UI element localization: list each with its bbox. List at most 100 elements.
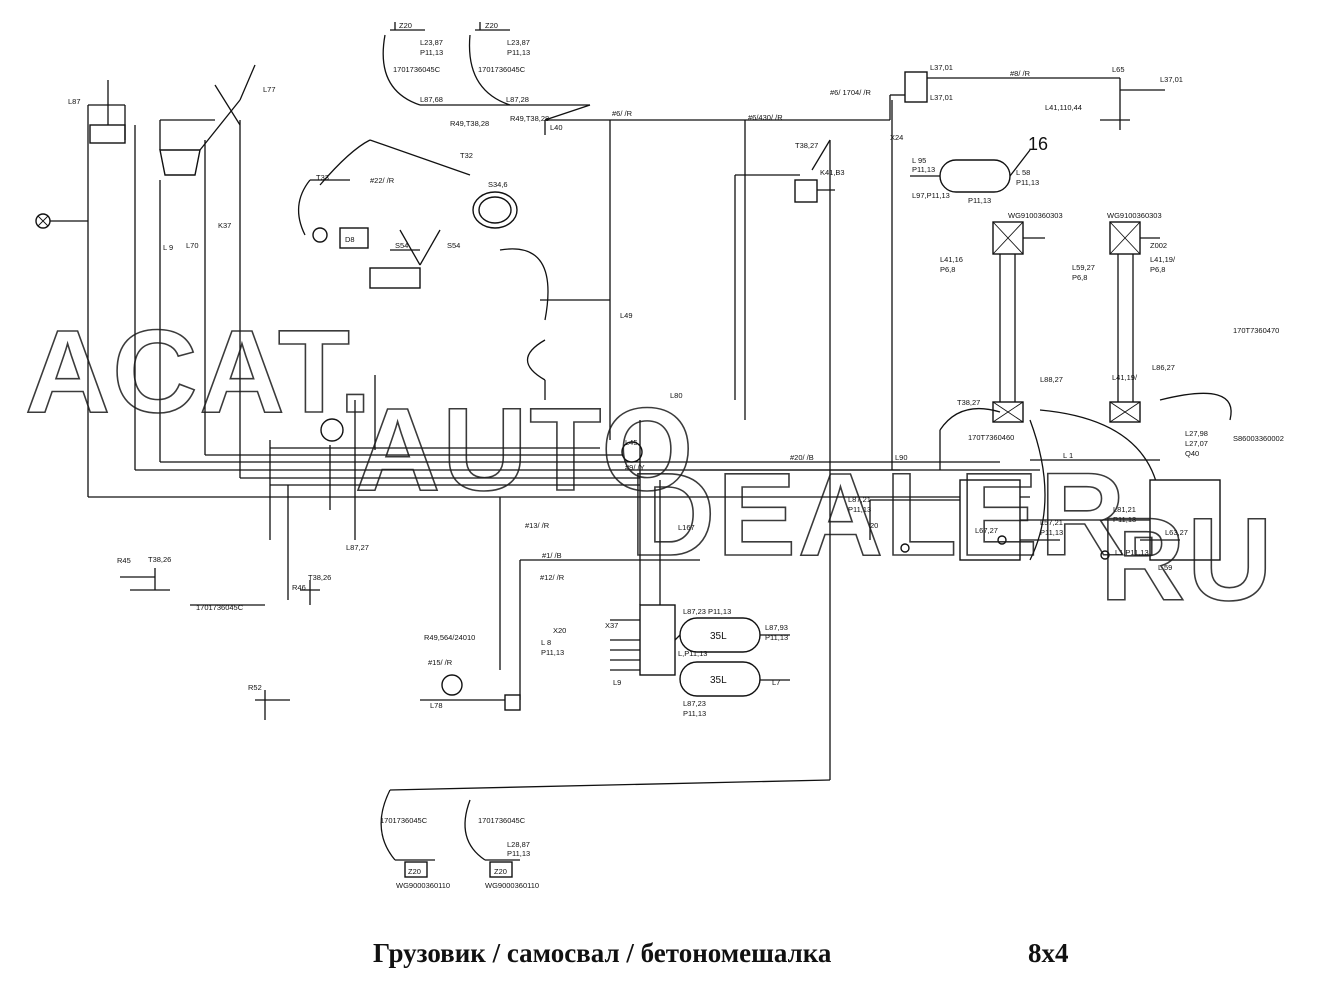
label-l58: L 58 (1016, 168, 1030, 177)
label-l5721: L57,21 (1040, 518, 1063, 527)
label-wg4: WG9100360303 (1107, 211, 1162, 220)
label-p1113a: P11,13 (420, 48, 443, 57)
label-l8827: L88,27 (1040, 375, 1063, 384)
label-p1113e: P11,13 (968, 196, 991, 205)
label-l78: L78 (430, 701, 443, 710)
watermark-part3: DEALER. (630, 449, 1162, 581)
label-l65: L65 (1112, 65, 1125, 74)
label-l45: L45 (625, 438, 638, 447)
label-l8723: L87,23 P11,13 (683, 607, 731, 616)
label-p68: P6,8 (940, 265, 955, 274)
label-d8: D8 (345, 235, 355, 244)
label-part1701b: 1701736045C (478, 65, 526, 74)
label-part5: 170T7360460 (968, 433, 1014, 442)
label-p1113b: P11,13 (507, 48, 530, 57)
label-l3701: L37,01 (930, 63, 953, 72)
label-z20b: Z20 (485, 21, 498, 30)
label-l87: L87 (68, 97, 81, 106)
label-w20: #20/ /B (790, 453, 814, 462)
label-num28: 20 (870, 521, 878, 530)
label-z20c: Z20 (408, 867, 421, 876)
label-l8793: L87,93 (765, 623, 788, 632)
label-w6430: #6/430/ /R (748, 113, 783, 122)
label-t32: T32 (460, 151, 473, 160)
label-wg3: WG9100360303 (1008, 211, 1063, 220)
label-l8723b: L87,23 (683, 699, 706, 708)
label-q40: Q40 (1185, 449, 1199, 458)
label-t3826b: T38,26 (308, 573, 331, 582)
label-wg2: WG9000360110 (485, 881, 539, 890)
label-r46: R46 (292, 583, 306, 592)
label-l9: L 9 (163, 243, 173, 252)
label-r49: R49,T38,28 (450, 119, 489, 128)
label-p1113h: P11,13 (1040, 528, 1063, 537)
label-l8627: L86,27 (1152, 363, 1175, 372)
label-l8: L 8 (541, 638, 551, 647)
label-part2: 1701736045C (380, 816, 428, 825)
wire-labels: Z20 Z20 L23,87 P11,13 L23,87 P11,13 1701… (68, 21, 1284, 890)
label-t3827b: T38,27 (957, 398, 980, 407)
label-w8: #8/ /R (1010, 69, 1031, 78)
label-l4119: L41,19/ (1150, 255, 1176, 264)
tank-label-2: 35L (710, 675, 727, 686)
label-s86: S86003360002 (1233, 434, 1284, 443)
watermark-part2: AUTO (355, 384, 695, 516)
label-w9y: #9/ /Y (625, 463, 645, 472)
watermark-part4: RU (1100, 494, 1274, 626)
harness-wires (35, 22, 1232, 878)
label-l40: L40 (550, 123, 563, 132)
label-l97: L97,P11,13 (912, 191, 950, 200)
label-p1113k: P11,13 (541, 648, 564, 657)
tank-label-1: 35L (710, 631, 727, 642)
label-part1: 1701736045C (196, 603, 244, 612)
label-l4116: L41,16 (940, 255, 963, 264)
label-l2887: L28,87 (507, 840, 530, 849)
caption-title: Грузовик / самосвал / бетономешалка (373, 938, 832, 968)
label-p1113j: P11,13 (683, 709, 706, 718)
label-r49b2: R49,564/24010 (424, 633, 475, 642)
label-l41: L41,110,44 (1045, 103, 1082, 112)
label-r49b: R49,T38,28 (510, 114, 549, 123)
label-z20a: Z20 (399, 21, 412, 30)
label-p1113d: P11,13 (1016, 178, 1039, 187)
label-t33: T33 (316, 173, 329, 182)
label-l3701b: L37,01 (930, 93, 953, 102)
label-l7: L7 (772, 678, 780, 687)
label-l8768: L87,68 (420, 95, 443, 104)
label-l77: L77 (263, 85, 276, 94)
label-l49: L49 (620, 311, 633, 320)
label-l1113: L,P11,13 (678, 649, 707, 658)
label-x37: X37 (605, 621, 618, 630)
label-part3: 1701736045C (478, 816, 526, 825)
label-w6b: #6/ 1704/ /R (830, 88, 871, 97)
label-p1113i: P11,13 (765, 633, 788, 642)
label-s54a: S54 (395, 241, 408, 250)
label-l8728: L87,28 (506, 95, 529, 104)
label-r52: R52 (248, 683, 262, 692)
label-l1a: L 1 (1063, 451, 1073, 460)
label-w15: #15/ /R (428, 658, 453, 667)
label-t3827: T38,27 (795, 141, 818, 150)
label-p1113g: P11,13 (1113, 515, 1136, 524)
label-k37: K37 (218, 221, 231, 230)
label-l9b: L9 (613, 678, 621, 687)
label-p68b: P6,8 (1072, 273, 1087, 282)
label-l8121: L81,21 (1113, 505, 1136, 514)
label-p1113c: P11,13 (912, 165, 935, 174)
label-x20: X20 (553, 626, 566, 635)
label-w13: #13/ /R (525, 521, 550, 530)
label-w22: #22/ /R (370, 176, 395, 185)
label-l59: L 59 (1158, 563, 1172, 572)
label-k41: K41,B3 (820, 168, 845, 177)
label-l95: L 95 (912, 156, 926, 165)
label-l8721: L87,21 (848, 495, 871, 504)
label-s54b: S54 (447, 241, 460, 250)
label-z20d: Z20 (494, 867, 507, 876)
label-num16: 16 (1028, 134, 1048, 154)
label-wg1: WG9000360110 (396, 881, 450, 890)
label-p68c: P6,8 (1150, 265, 1165, 274)
label-w1: #1/ /B (542, 551, 562, 560)
label-w12: #12/ /R (540, 573, 565, 582)
label-l70: L70 (186, 241, 199, 250)
